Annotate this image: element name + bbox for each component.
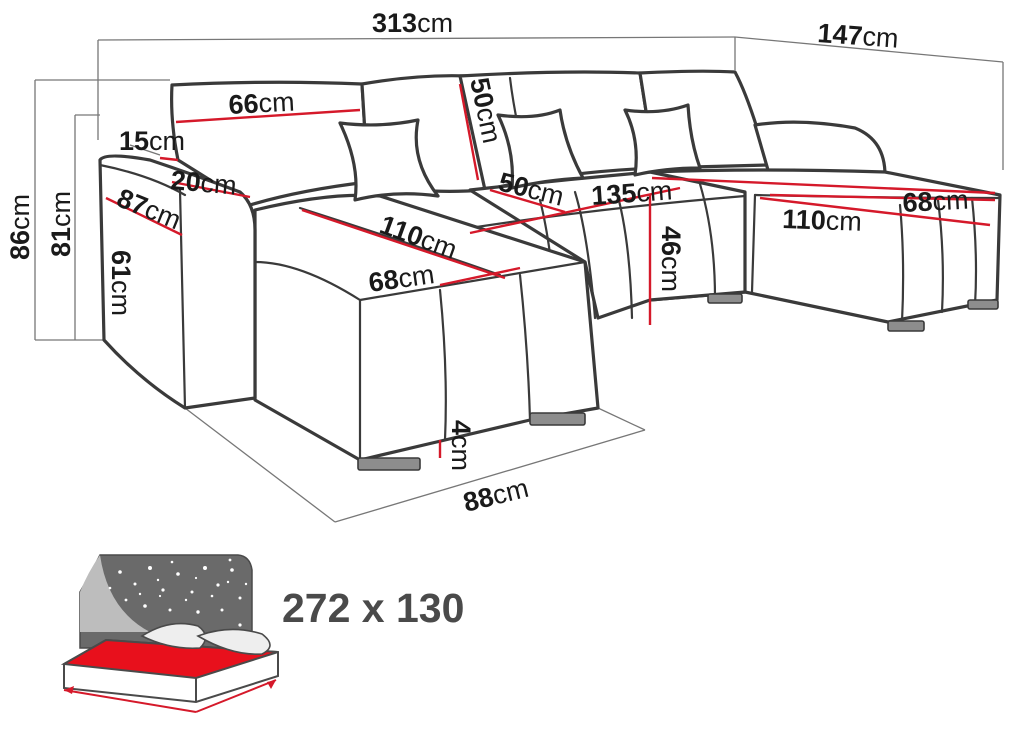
label-pillow-width: 66cm (228, 87, 296, 120)
bed-function-icon (60, 554, 279, 713)
left-chaise (253, 193, 600, 462)
label-left-chaise-front: 68cm (367, 259, 437, 298)
sofa-feet (357, 293, 999, 471)
label-back-height-inner: 81cm (46, 191, 76, 257)
stars-icon (108, 558, 248, 627)
overall-dimension-lines (34, 36, 1004, 523)
label-seat-height: 46cm (656, 226, 686, 292)
label-bottom-depth: 88cm (460, 473, 531, 518)
label-right-chaise-width: 68cm (902, 185, 970, 218)
label-armrest-top: 20cm (169, 165, 237, 201)
throw-pillows (338, 103, 702, 202)
dimension-labels: 313cm 147cm 66cm 15cm 20cm 87cm 61cm 86c… (5, 8, 969, 518)
measurement-lines (105, 83, 996, 458)
label-middle-width: 135cm (590, 175, 673, 211)
label-back-height: 86cm (5, 194, 35, 260)
label-leg-height: 4cm (446, 420, 476, 471)
label-armrest-height: 61cm (106, 250, 136, 316)
label-backrest-height: 50cm (464, 75, 507, 146)
bed-size-label: 272 x 130 (282, 585, 464, 631)
label-armrest-width: 15cm (119, 126, 185, 156)
left-armrest (98, 154, 257, 410)
label-right-chaise-length: 110cm (782, 204, 863, 237)
label-total-width: 313cm (372, 8, 453, 38)
moon-icon (80, 555, 150, 632)
label-chaise-width: 147cm (817, 18, 900, 54)
